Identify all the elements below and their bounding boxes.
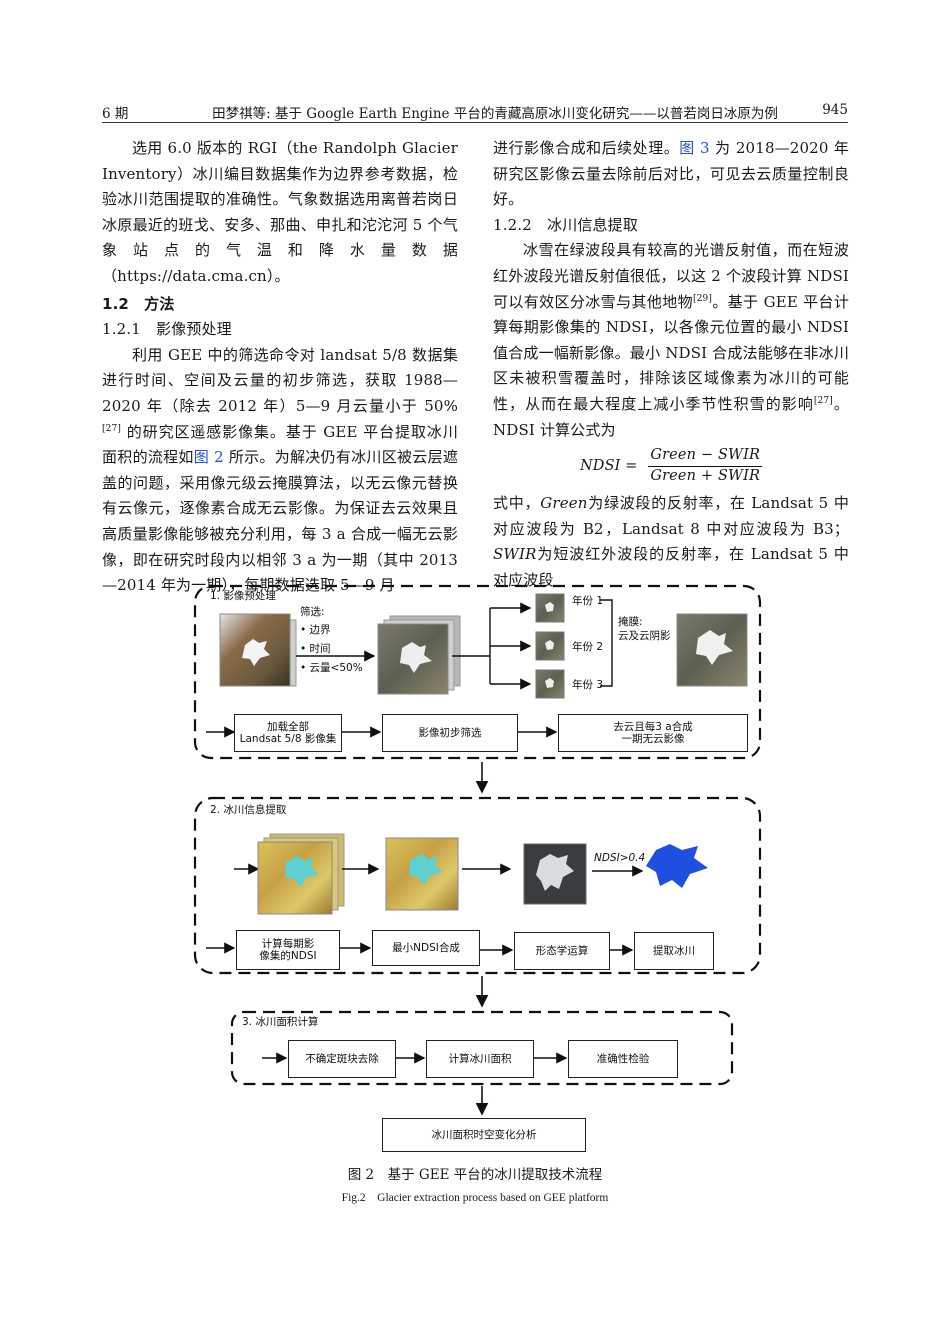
ndsi-formula: NDSI = Green − SWIR Green + SWIR: [493, 447, 849, 485]
filter-item-cloud: • 云量<50%: [300, 662, 363, 674]
figure-link[interactable]: 图 3: [679, 139, 710, 157]
min-ndsi-composite-box: 最小NDSI合成: [372, 930, 480, 966]
text-run: 为短波红外波段的反射率，在 Landsat 5 中对应波段: [493, 545, 849, 589]
spatiotemporal-analysis-box: 冰川面积时空变化分析: [382, 1118, 586, 1152]
compute-ndsi-box: 计算每期影 像集的NDSI: [236, 930, 340, 970]
citation[interactable]: [27]: [813, 395, 833, 406]
section-2-title: 2. 冰川信息提取: [210, 804, 287, 816]
running-title: 田梦祺等: 基于 Google Earth Engine 平台的青藏高原冰川变化…: [212, 106, 778, 122]
formula-lhs: NDSI =: [579, 458, 638, 475]
text-run: 所示。为解决仍有冰川区被云层遮盖的问题，采用像元级云掩膜算法，以无云像元替换有云…: [102, 448, 459, 595]
section-3-frame: [230, 1010, 734, 1086]
section-1-title: 1. 影像预处理: [210, 590, 276, 602]
text-run: 利用 GEE 中的筛选命令对 landsat 5/8 数据集进行时间、空间及云量…: [102, 345, 458, 415]
figure-link[interactable]: 图 2: [193, 448, 224, 467]
text-run: 的研究区遥感影像集。基于 GEE 平台提取冰川面积的流程如: [102, 422, 458, 467]
filtered-image-stack: [377, 615, 461, 695]
issue-number: 6 期: [102, 106, 129, 122]
section-1-frame: [193, 584, 762, 760]
text-run: 冰雪在绿波段具有较高的光谱反射值，而在短波红外波段光谱反射值很低，以这 2 个波…: [493, 241, 849, 311]
ndsi-image-stack: [257, 833, 345, 915]
variable-green: Green: [540, 493, 588, 512]
text-run: 。NDSI 计算公式为: [493, 394, 849, 439]
running-header: 6 期 田梦祺等: 基于 Google Earth Engine 平台的青藏高原…: [102, 98, 848, 123]
load-landsat-box: 加载全部 Landsat 5/8 影像集: [234, 714, 342, 752]
text-run: 式中，: [493, 493, 541, 512]
cloud-free-composite-image: [676, 613, 748, 687]
formula-fraction: Green − SWIR Green + SWIR: [648, 447, 763, 485]
morphology-image: [523, 843, 587, 905]
year-label-1: 年份 1: [572, 595, 604, 607]
heading-1-2: 1.2 方法: [102, 294, 175, 313]
right-column: 进行影像合成和后续处理。图 3 为 2018—2020 年研究区影像云量去除前后…: [493, 136, 849, 593]
filter-title: 筛选:: [300, 606, 325, 618]
year-label-2: 年份 2: [572, 641, 604, 653]
filter-item-boundary: • 边界: [300, 624, 331, 636]
formula-numerator: Green − SWIR: [648, 447, 763, 467]
paragraph-data-sources: 选用 6.0 版本的 RGI（the Randolph Glacier Inve…: [102, 139, 458, 285]
section-3-title: 3. 冰川面积计算: [242, 1016, 319, 1028]
compute-glacier-area-box: 计算冰川面积: [426, 1040, 534, 1078]
mask-text: 云及云阴影: [618, 630, 671, 642]
citation[interactable]: [29]: [692, 293, 713, 304]
figure-caption-en: Fig.2 Glacier extraction process based o…: [341, 1192, 609, 1204]
section-2-frame: [193, 796, 762, 975]
paragraph-preprocessing: 利用 GEE 中的筛选命令对 landsat 5/8 数据集进行时间、空间及云量…: [102, 343, 458, 599]
citation[interactable]: [27]: [102, 423, 122, 434]
formula-denominator: Green + SWIR: [650, 467, 761, 484]
min-ndsi-image: [385, 837, 459, 911]
year-label-3: 年份 3: [572, 679, 604, 691]
filter-item-label: 时间: [309, 643, 331, 655]
filter-item-label: 云量<50%: [309, 662, 363, 674]
paragraph-ndsi: 冰雪在绿波段具有较高的光谱反射值，而在短波红外波段光谱反射值很低，以这 2 个波…: [493, 238, 849, 443]
page-number: 945: [822, 102, 848, 118]
cloud-removal-composite-box: 去云且每3 a合成 一期无云影像: [558, 714, 748, 752]
raw-landsat-image: [219, 613, 297, 687]
left-column: 选用 6.0 版本的 RGI（the Randolph Glacier Inve…: [102, 136, 458, 599]
flowchart-graphics: [193, 584, 762, 1116]
paragraph-band-definitions: 式中，Green为绿波段的反射率，在 Landsat 5 中对应波段为 B2，L…: [493, 491, 849, 593]
text-run: 为 2018—2020 年研究区影像云量去除前后对比，可见去云质量控制良好。: [493, 139, 849, 209]
figure-2-flowchart: 1. 影像预处理 筛选: • 边界 • 时间 • 云量<50% 年份 1 年份 …: [190, 580, 765, 1155]
heading-1-2-2: 1.2.2 冰川信息提取: [493, 215, 638, 234]
text-run: 进行影像合成和后续处理。: [493, 139, 680, 157]
accuracy-check-box: 准确性检验: [568, 1040, 678, 1078]
text-run: 。基于 GEE 平台计算每期影像集的 NDSI，以各像元位置的最小 NDSI 值…: [493, 292, 849, 413]
filter-item-label: 边界: [309, 624, 331, 636]
initial-filter-box: 影像初步筛选: [382, 714, 518, 752]
remove-uncertain-patches-box: 不确定斑块去除: [288, 1040, 396, 1078]
morphology-box: 形态学运算: [514, 932, 610, 970]
variable-swir: SWIR: [493, 545, 537, 564]
text-run: 为绿波段的反射率，在 Landsat 5 中对应波段为 B2，Landsat 8…: [493, 493, 850, 538]
mask-title: 掩膜:: [618, 616, 643, 628]
heading-1-2-1: 1.2.1 影像预处理: [102, 320, 232, 339]
paragraph-cloud-removal: 进行影像合成和后续处理。图 3 为 2018—2020 年研究区影像云量去除前后…: [493, 136, 849, 213]
extract-glacier-box: 提取冰川: [634, 932, 714, 970]
filter-item-time: • 时间: [300, 643, 331, 655]
year-thumbnails: [535, 593, 565, 699]
extracted-glacier-image: [646, 844, 708, 888]
figure-caption-zh: 图 2 基于 GEE 平台的冰川提取技术流程: [347, 1167, 603, 1183]
ndsi-threshold-label: NDSI>0.4: [594, 852, 646, 864]
